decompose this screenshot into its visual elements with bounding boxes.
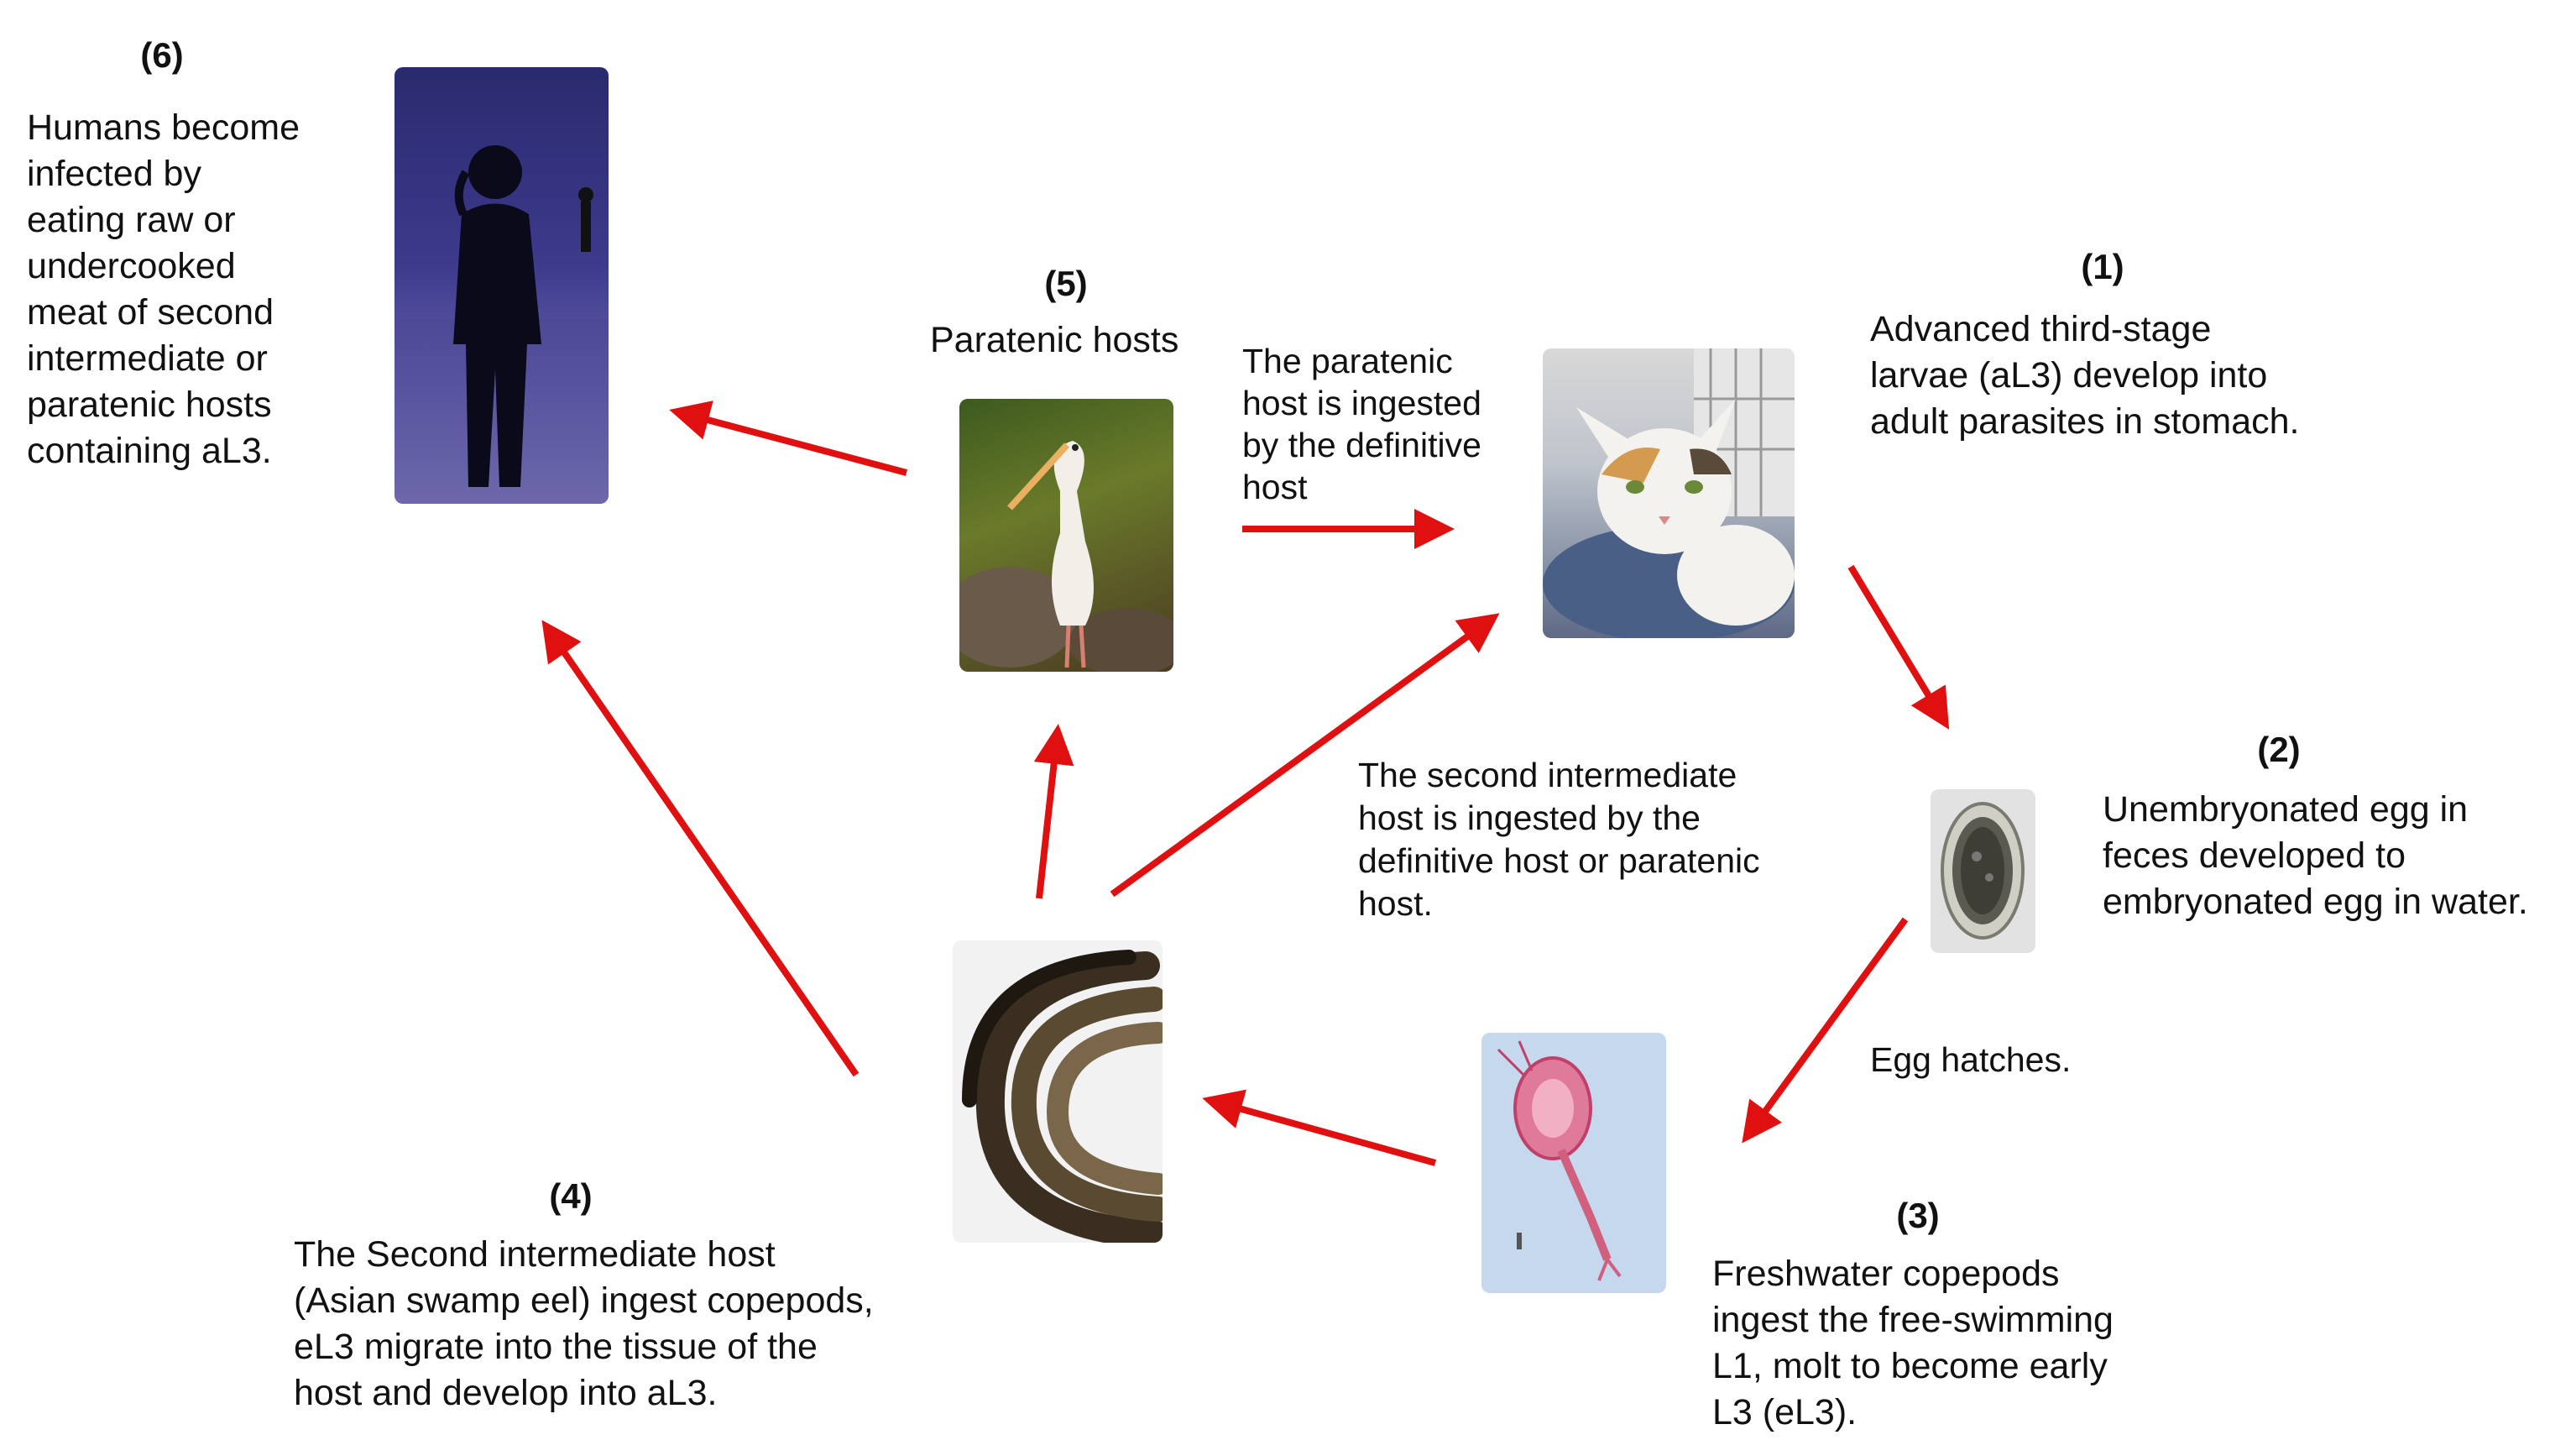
stage-5-title: Paratenic hosts	[930, 317, 1178, 364]
stage-6-line: infected by	[27, 154, 201, 194]
parasite-egg-icon	[1941, 802, 2025, 940]
note-line: The second intermediate	[1358, 756, 1737, 794]
stage-2-label: (2)	[2257, 730, 2301, 769]
stage-3-line: ingest the free-swimming	[1712, 1300, 2114, 1340]
paratenic-hosts-title: Paratenic hosts	[930, 320, 1179, 360]
arrow-copepod-to-eel	[1202, 1089, 1437, 1166]
stage-4-label: (4)	[549, 1176, 593, 1216]
note-line: host is ingested by the	[1358, 799, 1701, 837]
swamp-eel-icon	[962, 950, 1163, 1243]
stage-2-line: feces developed to	[2103, 835, 2406, 876]
cat-image	[1543, 348, 1795, 638]
cat-icon	[1543, 348, 1795, 638]
stage-3-line: Freshwater copepods	[1712, 1254, 2060, 1294]
note-line: host	[1242, 468, 1308, 506]
note-line: The paratenic	[1242, 342, 1453, 380]
stage-6-line: paratenic hosts	[27, 385, 272, 425]
arrow-eel-to-cat	[1110, 613, 1500, 898]
stage-4-line: (Asian swamp eel) ingest copepods,	[294, 1280, 874, 1321]
parasite-egg-image	[1931, 789, 2035, 953]
stage-6-line: undercooked	[27, 246, 236, 286]
note-line: definitive host or paratenic	[1358, 841, 1760, 880]
stage-1-line: Advanced third-stage	[1870, 309, 2212, 349]
stage-1-label: (1)	[2081, 247, 2124, 286]
stage-4-line: host and develop into aL3.	[294, 1373, 718, 1413]
stage-4-description: The Second intermediate host (Asian swam…	[294, 1232, 874, 1416]
arrow-eel-to-bird	[1033, 724, 1074, 899]
stage-3-description: Freshwater copepods ingest the free-swim…	[1712, 1251, 2114, 1436]
note-line: by the definitive	[1242, 426, 1481, 464]
copepod-icon	[1497, 1040, 1622, 1281]
note-line: host.	[1358, 884, 1433, 923]
human-silhouette-image	[394, 67, 609, 504]
stage-6-line: intermediate or	[27, 338, 268, 379]
stage-6-label: (6)	[140, 35, 184, 75]
stage-1-description: Advanced third-stage larvae (aL3) develo…	[1870, 306, 2300, 445]
copepod-image	[1481, 1033, 1666, 1293]
arrow-egg-to-copepod	[1742, 917, 1909, 1144]
stage-4-line: eL3 migrate into the tissue of the	[294, 1327, 818, 1367]
stage-1-line: adult parasites in stomach.	[1870, 401, 2300, 442]
stage-6-description: Humans become infected by eating raw or …	[27, 105, 300, 474]
stage-6-line: containing aL3.	[27, 431, 272, 471]
swamp-eel-image	[953, 940, 1163, 1243]
stage-2-line: embryonated egg in water.	[2103, 882, 2528, 922]
stage-5-label: (5)	[1044, 264, 1088, 303]
stork-bird-icon	[959, 441, 1173, 672]
stage-2-description: Unembryonated egg in feces developed to …	[2103, 787, 2528, 925]
stage-6-line: meat of second	[27, 292, 274, 333]
note-paratenic-host-ingested: The paratenic host is ingested by the de…	[1242, 340, 1481, 508]
stork-bird-image	[959, 399, 1173, 672]
stage-2-line: Unembryonated egg in	[2103, 789, 2469, 830]
arrow-cat-to-egg	[1847, 564, 1950, 730]
stage-6-line: Humans become	[27, 107, 300, 148]
arrow-eel-to-human	[541, 620, 860, 1077]
stage-6-line: eating raw or	[27, 200, 236, 240]
note-second-host-ingested: The second intermediate host is ingested…	[1358, 754, 1760, 925]
stage-4-line: The Second intermediate host	[294, 1234, 776, 1275]
arrow-bird-to-human	[669, 401, 908, 476]
note-line: host is ingested	[1242, 384, 1481, 422]
stage-3-line: L1, molt to become early	[1712, 1346, 2108, 1386]
stage-3-label: (3)	[1896, 1196, 1940, 1235]
human-silhouette-icon	[394, 145, 609, 504]
egg-hatches-text: Egg hatches.	[1870, 1040, 2072, 1079]
stage-1-line: larvae (aL3) develop into	[1870, 355, 2268, 395]
note-egg-hatches: Egg hatches.	[1870, 1037, 2071, 1083]
stage-3-line: L3 (eL3).	[1712, 1392, 1858, 1432]
